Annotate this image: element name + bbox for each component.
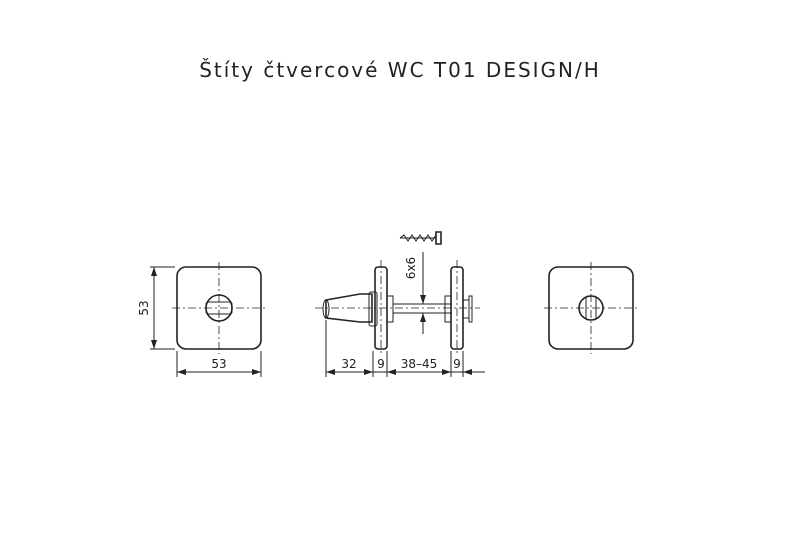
front-view-right <box>544 262 638 354</box>
dim-rose-left: 9 <box>377 357 385 371</box>
dim-rose-right: 9 <box>453 357 461 371</box>
dim-screw: 6x6 <box>404 257 418 279</box>
dim-door-thickness: 38–45 <box>401 357 438 371</box>
screw-icon <box>399 231 442 245</box>
knob-grip <box>205 301 233 315</box>
release-slot <box>585 295 597 321</box>
dim-front-height: 53 <box>137 300 151 315</box>
dim-front-width: 53 <box>211 357 226 371</box>
side-view: 6x6 32 9 38–45 9 <box>315 231 485 377</box>
drawing-title: Štíty čtvercové WC T01 DESIGN/H <box>199 58 601 82</box>
dim-spindle-length: 32 <box>341 357 356 371</box>
front-view-left: 53 53 <box>137 262 266 377</box>
